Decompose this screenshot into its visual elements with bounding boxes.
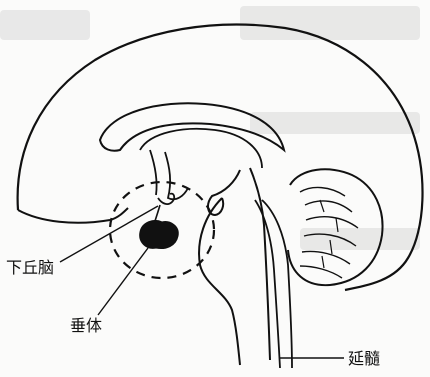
brainstem <box>255 200 292 368</box>
cerebrum-outline <box>18 25 423 290</box>
fornix <box>140 129 262 168</box>
diencephalon <box>150 150 188 199</box>
midbrain <box>208 168 270 360</box>
medulla-label: 延髓 <box>348 351 380 367</box>
pituitary-label: 垂体 <box>70 318 102 334</box>
cerebellum <box>288 169 383 285</box>
hypothalamus-label: 下丘脑 <box>6 260 54 276</box>
pituitary-gland <box>140 220 179 248</box>
pituitary-leader-line <box>98 248 148 315</box>
pons <box>199 198 240 365</box>
